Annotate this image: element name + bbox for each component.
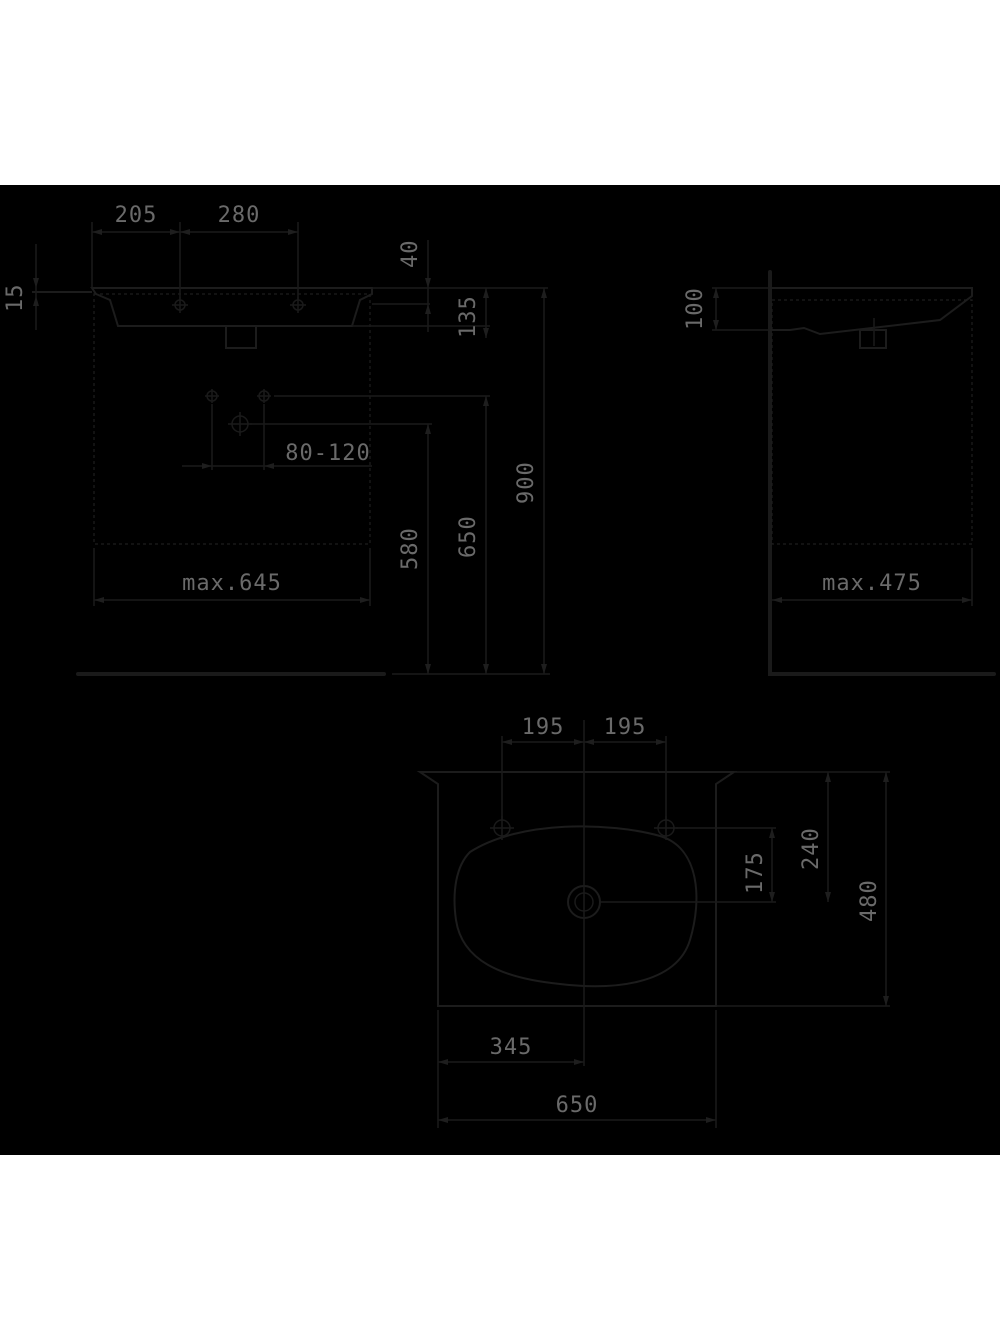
dim-135-label: 135 — [456, 295, 481, 338]
front-view: 205 280 15 40 135 900 650 5 — [3, 203, 550, 676]
dim-345-label: 345 — [490, 1035, 533, 1060]
drawing-panel — [0, 185, 1000, 1155]
water-connection-left — [205, 389, 219, 403]
dim-max475-label: max.475 — [822, 571, 922, 596]
dim-195-left-label: 195 — [522, 715, 565, 740]
bowl-outline — [453, 825, 698, 988]
basin-top-outline — [416, 771, 738, 1007]
dim-580-label: 580 — [398, 527, 423, 570]
dim-195-right-label: 195 — [604, 715, 647, 740]
cabinet-dashed-outline — [93, 293, 371, 545]
waste-connection — [228, 412, 252, 436]
dim-175-label: 175 — [743, 851, 768, 894]
water-connection-right — [257, 389, 271, 403]
dim-max645-label: max.645 — [182, 571, 282, 596]
dim-80-120-label: 80-120 — [285, 441, 370, 466]
dim-100-label: 100 — [683, 287, 708, 330]
side-cabinet-dashed-outline — [771, 299, 973, 545]
dim-650-width-label: 650 — [556, 1093, 599, 1118]
wall-and-floor-profile — [768, 270, 996, 676]
dim-650-label: 650 — [456, 515, 481, 558]
top-view: 195 195 175 240 480 345 650 — [416, 715, 890, 1128]
basin-side-outline — [770, 287, 973, 336]
side-drain — [859, 329, 887, 349]
dim-240-label: 240 — [799, 827, 824, 870]
dim-280-label: 280 — [218, 203, 261, 228]
dim-40-label: 40 — [398, 240, 423, 269]
drain-body — [225, 325, 257, 349]
dim-15-label: 15 — [3, 284, 28, 313]
dim-900-label: 900 — [514, 461, 539, 504]
side-view: 100 max.475 — [683, 270, 996, 676]
dim-205-label: 205 — [115, 203, 158, 228]
dim-480-label: 480 — [857, 879, 882, 922]
